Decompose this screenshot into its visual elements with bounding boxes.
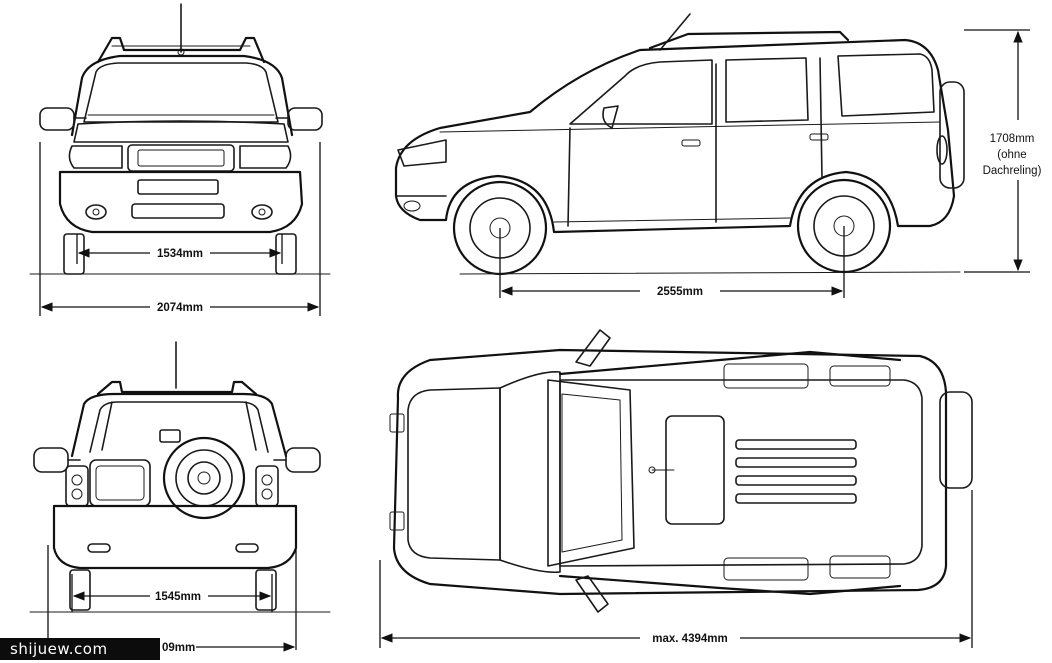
height-label-line3: Dachreling): [983, 165, 1042, 177]
side-view: 2555mm 1708mm (ohne Dachreling): [394, 13, 1042, 298]
overall-width-label: 2074mm: [157, 302, 203, 314]
height-label-line2: (ohne: [997, 149, 1026, 161]
height-label-line1: 1708mm: [990, 133, 1035, 145]
wheelbase-label: 2555mm: [657, 286, 703, 298]
rear-track-label: 1545mm: [155, 591, 201, 603]
top-view: max. 4394mm: [379, 329, 973, 648]
rear-width-label: 09mm: [162, 642, 195, 654]
front-track-label: 1534mm: [157, 248, 203, 260]
rear-view: 1545mm 09mm: [29, 341, 331, 654]
watermark-banner: shijuew.com: [0, 638, 160, 660]
overall-length-label: max. 4394mm: [652, 633, 727, 645]
front-view: 1534mm 2074mm: [29, 3, 331, 316]
